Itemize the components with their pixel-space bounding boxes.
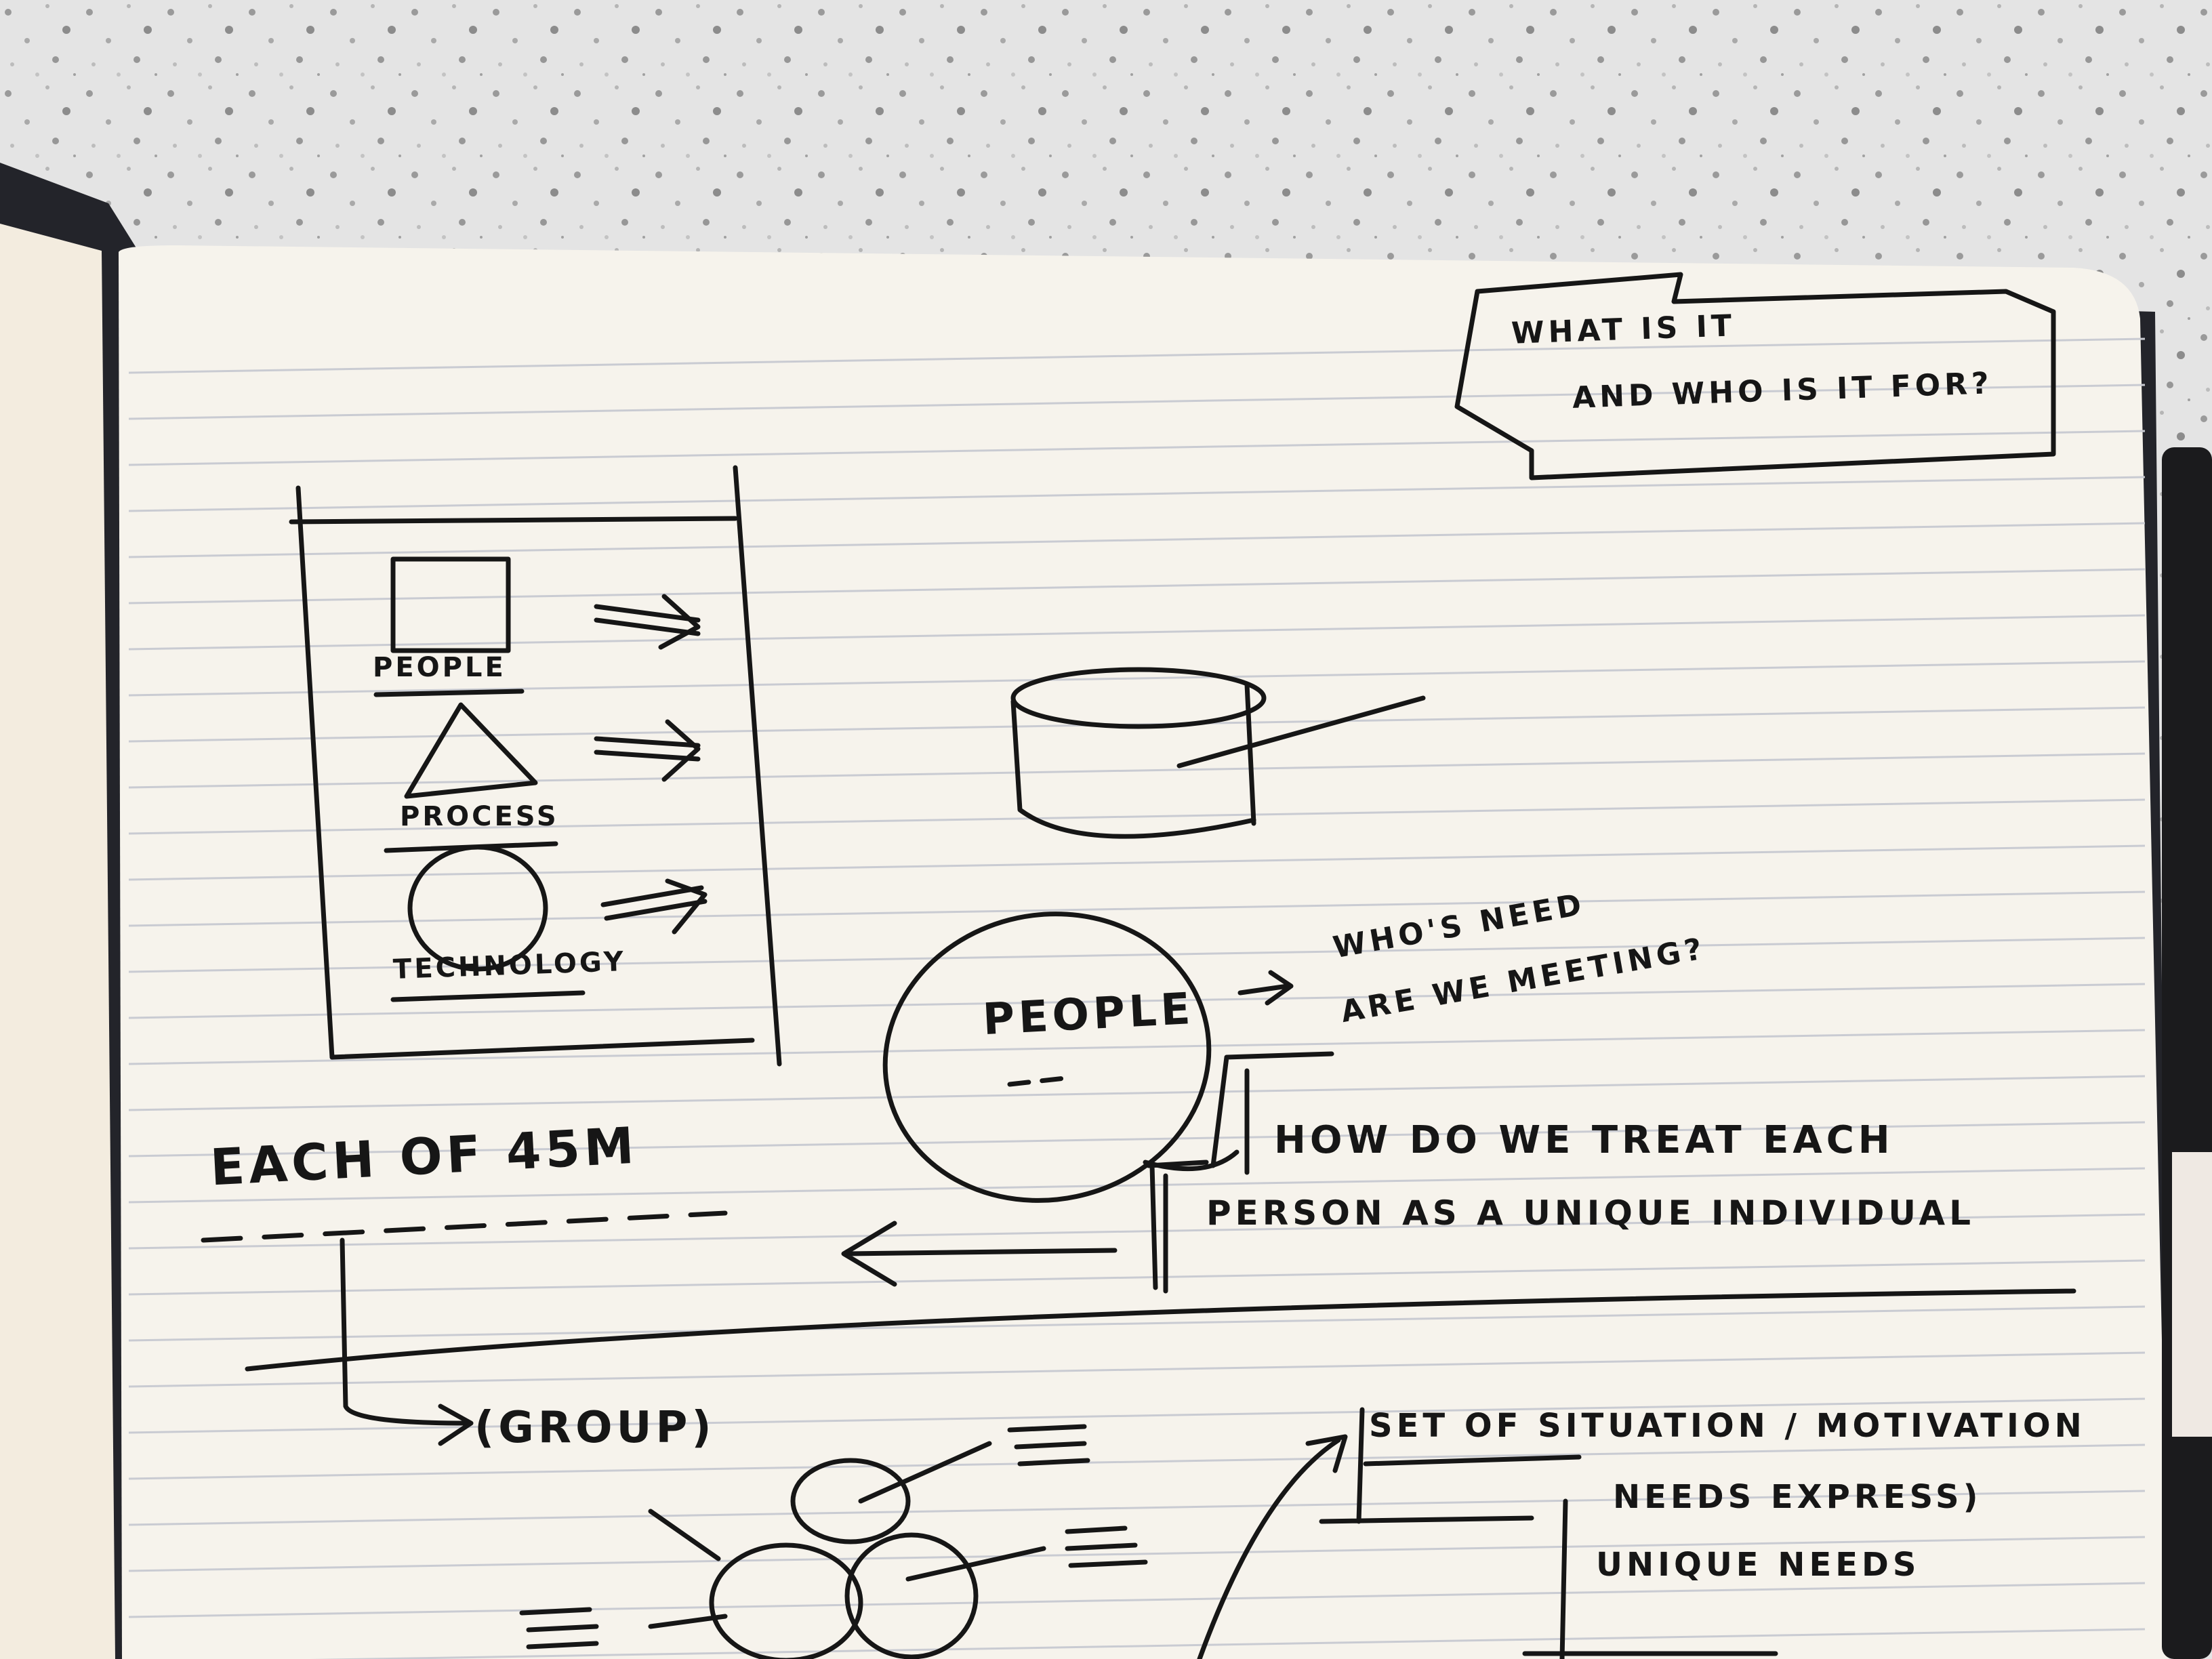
needs-expressed: NEEDS EXPRESS) [1613, 1478, 1982, 1516]
ruled-line [128, 1582, 2146, 1618]
question-arrow-icon [1237, 970, 1294, 1006]
title-callout-box [1454, 272, 2056, 480]
ruled-line [128, 1167, 2146, 1204]
left-bracket [1146, 1160, 1209, 1294]
ruled-line [128, 1351, 2146, 1388]
ruled-line [128, 476, 2146, 512]
people-underline [373, 689, 525, 697]
ruled-line [128, 1536, 2146, 1572]
ruled-line [128, 384, 2146, 420]
ruled-line [128, 844, 2146, 881]
marker-pen-label [2172, 1152, 2212, 1437]
ruled-lines [128, 337, 2146, 1659]
people-bubble-dashes [1007, 1075, 1073, 1087]
each-dashed-line [201, 1210, 728, 1243]
people-square-icon [390, 556, 511, 653]
people-bubble [882, 912, 1212, 1203]
people-label: PEOPLE [373, 652, 506, 683]
framework-frame [289, 465, 782, 1067]
ruled-line [128, 430, 2146, 466]
technology-label: TECHNOLOGY [392, 946, 627, 985]
ruled-line [128, 1305, 2146, 1342]
ruled-line [128, 1121, 2146, 1158]
how-line-2: PERSON AS A UNIQUE INDIVIDUAL [1206, 1193, 1975, 1233]
ruled-line [128, 983, 2146, 1019]
situation-bracket [1319, 1407, 1778, 1659]
ruled-line [128, 1259, 2146, 1296]
people-circle-label: PEOPLE [981, 983, 1196, 1046]
left-page [0, 224, 115, 1659]
technology-underline [390, 990, 586, 1002]
ruled-line [128, 1490, 2146, 1526]
title-line-1: WHAT IS IT [1511, 308, 1736, 351]
ruled-line [128, 522, 2146, 558]
ruled-line [310, 1628, 2146, 1659]
group-connector-arrow-icon [340, 1237, 474, 1446]
situation-underline [1363, 1454, 1582, 1467]
database-cylinder-icon [1010, 667, 1426, 839]
process-double-arrow-icon [594, 719, 701, 782]
how-line-1: HOW DO WE TREAT EACH [1274, 1118, 1894, 1162]
ruled-line [128, 798, 2146, 835]
right-page [119, 245, 2169, 1659]
ruled-line [128, 337, 2146, 374]
process-triangle-icon [404, 702, 538, 799]
ruled-line [128, 1443, 2146, 1480]
process-label: PROCESS [400, 801, 559, 832]
ruled-line [128, 660, 2146, 697]
set-of-situation: SET OF SITUATION / MOTIVATION [1369, 1407, 2086, 1445]
unique-needs: UNIQUE NEEDS [1596, 1546, 1921, 1584]
group-cluster-icon [519, 1424, 1148, 1659]
ruled-line [128, 568, 2146, 605]
ruled-line [128, 1213, 2146, 1250]
ruled-line [128, 890, 2146, 927]
curved-arrow-icon [1197, 1434, 1348, 1659]
left-arrow-icon [841, 1221, 1118, 1287]
people-double-arrow-icon [594, 594, 701, 650]
technology-double-arrow-icon [600, 878, 708, 935]
ruled-line [128, 614, 2146, 651]
technology-circle-icon [407, 844, 548, 972]
marker-pen [2162, 447, 2212, 1659]
ruled-line [128, 752, 2146, 789]
ruled-line [128, 1075, 2146, 1111]
bracket-connector [1143, 1051, 1334, 1175]
section-divider [245, 1288, 2076, 1372]
ruled-line [128, 1029, 2146, 1065]
group-label: (GROUP) [474, 1403, 716, 1453]
